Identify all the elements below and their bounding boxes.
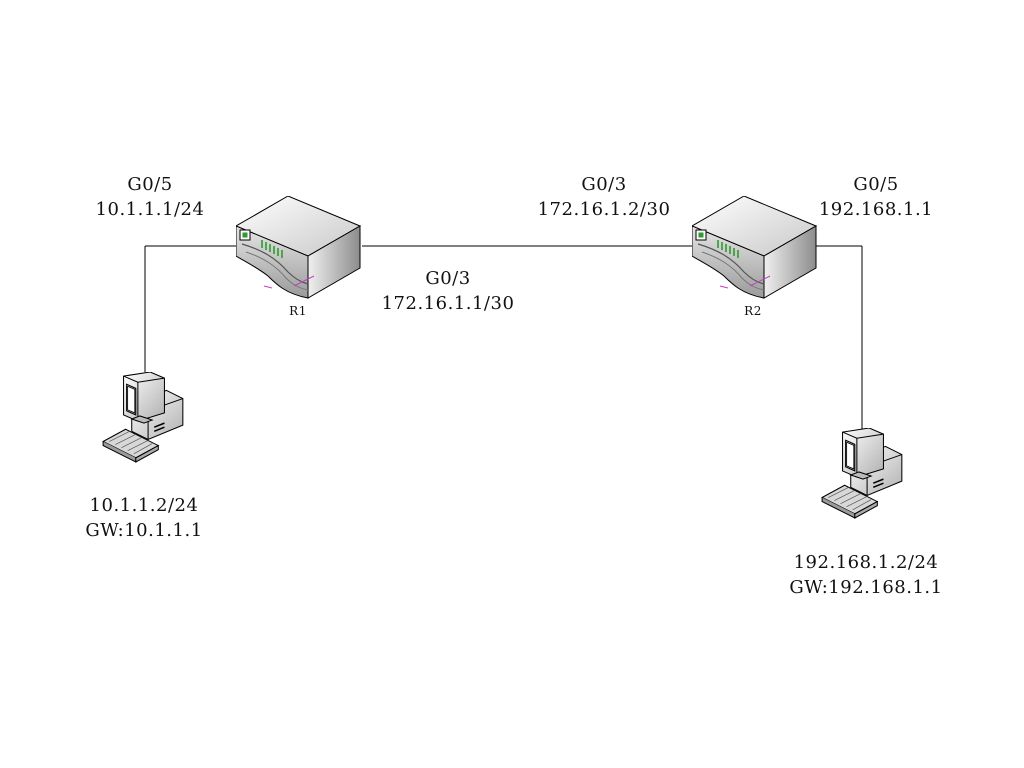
r1-g03-label: G0/3 172.16.1.1/30 <box>368 266 528 316</box>
r2-g05-label: G0/5 192.168.1.1 <box>796 172 956 222</box>
r1-g05-port: G0/5 <box>127 174 173 195</box>
pc2-label: 192.168.1.2/24 GW:192.168.1.1 <box>768 550 964 600</box>
r2-g05-ip: 192.168.1.1 <box>818 199 934 220</box>
router-icon[interactable] <box>236 196 362 300</box>
desktop-computer-icon[interactable] <box>815 428 911 520</box>
r1-g05-label: G0/5 10.1.1.1/24 <box>70 172 230 222</box>
r1-g05-ip: 10.1.1.1/24 <box>95 199 205 220</box>
pc1-label: 10.1.1.2/24 GW:10.1.1.1 <box>64 493 224 543</box>
pc1-gateway: GW:10.1.1.1 <box>85 520 203 541</box>
pc1-ip: 10.1.1.2/24 <box>89 495 199 516</box>
r2-g03-label: G0/3 172.16.1.2/30 <box>524 172 684 222</box>
pc2-ip: 192.168.1.2/24 <box>793 552 939 573</box>
r2-g03-port: G0/3 <box>581 174 627 195</box>
r2-g05-port: G0/5 <box>853 174 899 195</box>
r1-g03-ip: 172.16.1.1/30 <box>381 293 515 314</box>
r2-g03-ip: 172.16.1.2/30 <box>537 199 671 220</box>
router-r2-name: R2 <box>744 304 762 318</box>
router-r1-name: R1 <box>289 304 307 318</box>
desktop-computer-icon[interactable] <box>96 372 192 464</box>
pc2-gateway: GW:192.168.1.1 <box>789 577 943 598</box>
r1-g03-port: G0/3 <box>425 268 471 289</box>
